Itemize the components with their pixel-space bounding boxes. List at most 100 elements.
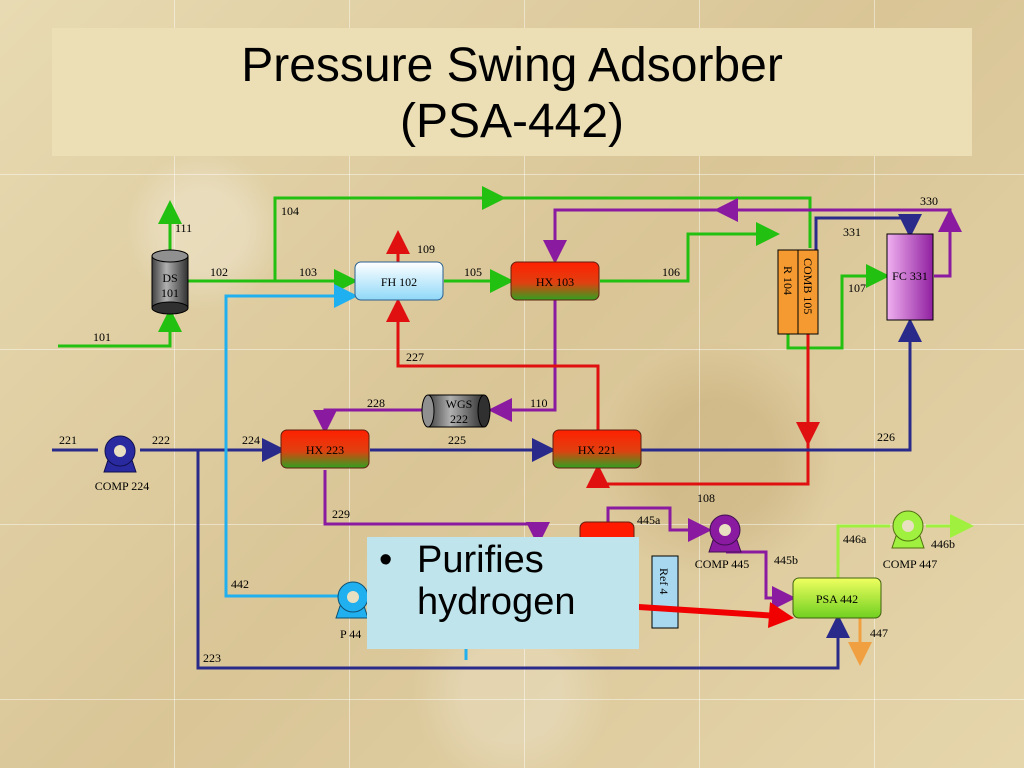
background-grid-line — [699, 0, 700, 768]
callout-line2: hydrogen — [417, 581, 576, 623]
ds101-label-1: DS — [162, 271, 177, 285]
pump-44x-label: P 44 — [340, 627, 361, 641]
stream-229-line — [323, 470, 550, 546]
callout-box: • Purifies hydrogen — [367, 537, 639, 649]
comp224-compressor-icon[interactable] — [103, 435, 137, 473]
stream-label-105: 105 — [464, 265, 482, 279]
hx223-label: HX 223 — [306, 443, 344, 457]
red-streams — [386, 230, 820, 488]
stream-label-229: 229 — [332, 507, 350, 521]
stream-445b-line — [726, 550, 796, 610]
background-grid-line — [524, 0, 525, 768]
stream-label-442: 442 — [231, 577, 249, 591]
hx223-exchanger[interactable]: HX 223 — [280, 429, 370, 469]
stream-223-line — [196, 450, 850, 670]
stream-label-330: 330 — [920, 194, 938, 208]
stream-445a-line — [606, 506, 712, 542]
stream-labels: 101 102 103 104 105 106 107 108 109 110 … — [59, 194, 955, 665]
comp447-label: COMP 447 — [883, 557, 938, 571]
stream-label-101: 101 — [93, 330, 111, 344]
stream-label-104: 104 — [281, 204, 299, 218]
stream-label-103: 103 — [299, 265, 317, 279]
hx221-exchanger[interactable]: HX 221 — [552, 429, 642, 469]
stream-label-228: 228 — [367, 396, 385, 410]
stream-108-line — [586, 440, 810, 488]
psa-outlet-streams — [836, 514, 974, 666]
callout-bullet: • — [379, 539, 393, 581]
stream-446a-line — [836, 524, 890, 578]
stream-110-line — [488, 300, 557, 422]
comp447-compressor-icon[interactable] — [891, 510, 925, 549]
title-box: Pressure Swing Adsorber (PSA-442) — [52, 28, 972, 156]
ref-unit[interactable]: Ref 4 — [651, 555, 679, 629]
stream-label-446a: 446a — [843, 532, 867, 546]
callout-line1: Purifies — [417, 539, 544, 581]
stream-104-top-line — [490, 196, 812, 248]
wgs222-reactor[interactable]: WGS 222 — [421, 394, 491, 428]
r104-label: R 104 — [781, 266, 795, 295]
stream-331-line — [814, 214, 922, 250]
stream-330-branch-line — [543, 208, 728, 264]
stream-label-446b: 446b — [931, 537, 955, 551]
slide-title-line1: Pressure Swing Adsorber — [241, 39, 783, 92]
stream-label-111: 111 — [175, 221, 192, 235]
stream-label-447: 447 — [870, 626, 888, 640]
stream-label-224: 224 — [242, 433, 260, 447]
comp224-label: COMP 224 — [95, 479, 150, 493]
hx221-label: HX 221 — [578, 443, 616, 457]
callout-arrow — [623, 602, 794, 628]
stream-label-445b: 445b — [774, 553, 798, 567]
stream-label-225: 225 — [448, 433, 466, 447]
stream-106-line — [600, 222, 780, 283]
stream-label-109: 109 — [417, 242, 435, 256]
stream-101-line — [58, 308, 182, 348]
background-grid-line — [349, 0, 350, 768]
stream-label-223: 223 — [203, 651, 221, 665]
psa442-adsorber[interactable]: PSA 442 — [792, 577, 882, 619]
stream-label-227: 227 — [406, 350, 424, 364]
stream-label-331: 331 — [843, 225, 861, 239]
fh102-heater[interactable]: FH 102 — [354, 261, 444, 301]
stream-label-107: 107 — [848, 281, 866, 295]
comb105-reactor[interactable]: COMB 105 R 104 — [777, 249, 819, 335]
comp445-compressor-icon[interactable] — [708, 514, 742, 553]
fh102-label: FH 102 — [381, 275, 417, 289]
wgs222-label-1: WGS — [446, 397, 473, 411]
stream-226-line — [640, 318, 922, 452]
psa442-label: PSA 442 — [816, 592, 858, 606]
background-grid-line — [0, 174, 1024, 175]
stream-228-line — [313, 408, 425, 434]
stream-label-226: 226 — [877, 430, 895, 444]
hx103-exchanger[interactable]: HX 103 — [510, 261, 600, 301]
green-streams — [58, 186, 890, 350]
stream-227-line — [386, 298, 600, 430]
wgs222-label-2: 222 — [450, 412, 468, 426]
stream-442-line — [224, 284, 358, 598]
stream-107-line — [786, 264, 890, 350]
ds101-label-2: 101 — [161, 286, 179, 300]
comp445-label: COMP 445 — [695, 557, 750, 571]
stream-label-102: 102 — [210, 265, 228, 279]
fc331-label: FC 331 — [892, 269, 928, 283]
comb105-label: COMB 105 — [801, 258, 815, 314]
blue-streams — [52, 214, 922, 670]
stream-104-line — [273, 186, 506, 281]
ds101-drum[interactable]: DS 101 — [151, 249, 189, 315]
fc331-fuel-cell[interactable]: FC 331 — [886, 233, 934, 321]
stream-label-222: 222 — [152, 433, 170, 447]
ref-label: Ref 4 — [657, 568, 671, 594]
background-grid-line — [0, 699, 1024, 700]
background-grid-line — [0, 349, 1024, 350]
purple-streams — [313, 198, 962, 610]
stream-label-445a: 445a — [637, 513, 661, 527]
stream-label-110: 110 — [530, 396, 548, 410]
stream-label-106: 106 — [662, 265, 680, 279]
background-grid-line — [174, 0, 175, 768]
slide-title-line2: (PSA-442) — [399, 95, 625, 148]
background-grid-line — [874, 0, 875, 768]
pump-44x-icon[interactable] — [335, 581, 369, 619]
stream-label-221: 221 — [59, 433, 77, 447]
stream-label-108: 108 — [697, 491, 715, 505]
hx103-label: HX 103 — [536, 275, 574, 289]
